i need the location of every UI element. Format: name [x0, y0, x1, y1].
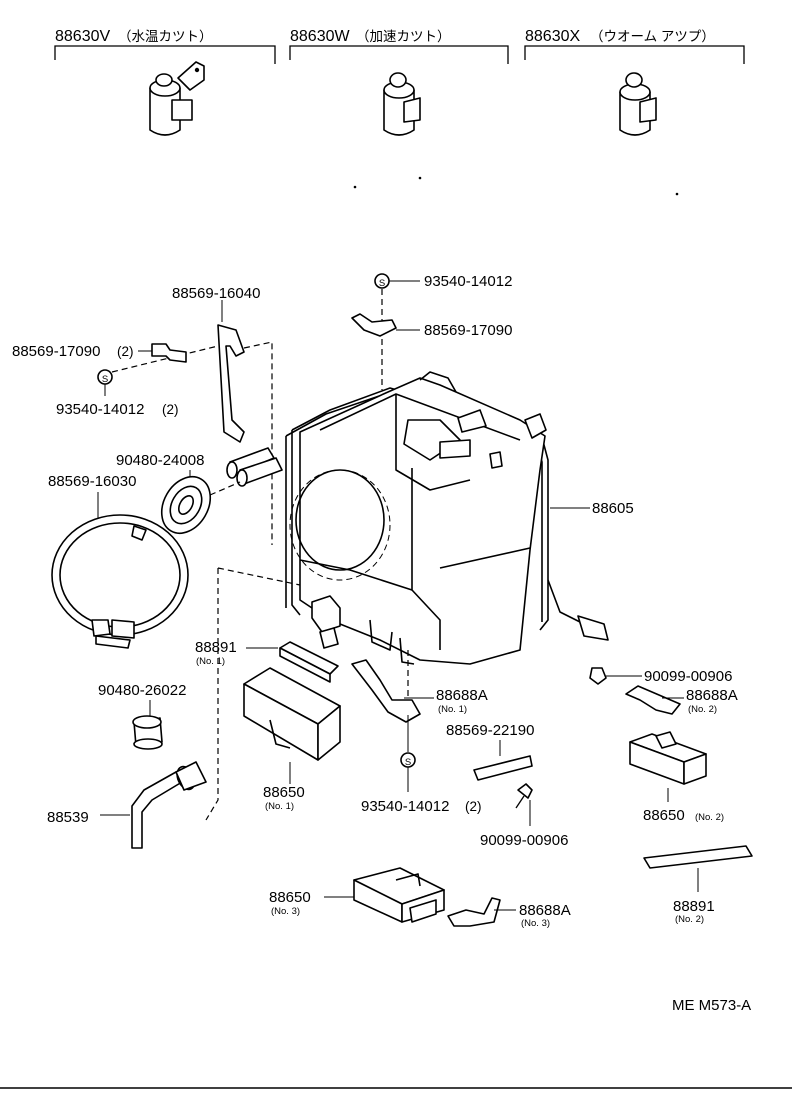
grommet-90480-26022-drawing [132, 715, 163, 750]
label-88650-no3-group: 88650 (No. 3) [269, 889, 354, 917]
vacuum-switch-88630W-drawing [383, 72, 421, 136]
hose-fittings-drawing [209, 447, 283, 496]
header-code: 88630W [290, 28, 350, 45]
label-88605-group: 88605 [550, 500, 634, 517]
label-88569-16040: 88569-16040 [172, 285, 260, 302]
screw-93540-bottom: S 93540-14012 (2) [361, 715, 482, 815]
strip-88569-22190-drawing [473, 755, 533, 781]
label-88569-22190: 88569-22190 [446, 722, 534, 739]
computer-88650-no3-drawing [353, 867, 445, 923]
label-no: (No. 2) [688, 704, 717, 715]
label-no: (No. 1) [265, 801, 294, 812]
clamp-band-88569-16030-drawing [51, 514, 189, 649]
svg-text:S: S [379, 278, 385, 289]
label-no: (No. 2) [695, 812, 724, 823]
bracket-88569-16040-drawing [217, 324, 245, 443]
svg-text:S: S [405, 757, 411, 768]
header-88630X: 88630X （ウオーム アツプ） [524, 28, 745, 64]
bracket-88688A-no2-drawing [625, 685, 681, 715]
label-no: (No. 2) [675, 914, 704, 925]
label-88688A-no3: 88688A [519, 902, 571, 919]
header-88630V: 88630V （水温カツト） [54, 28, 276, 64]
label-90099-00906-top: 90099-00906 [644, 668, 732, 685]
label-88688A-no2: 88688A [686, 687, 738, 704]
bracket-88688A-no1-drawing [351, 659, 421, 723]
screw-93540-left: S 93540-14012 (2) [56, 369, 179, 418]
label-88569-16030-group: 88569-16030 [48, 473, 136, 518]
vacuum-switch-88630X-drawing [619, 72, 657, 136]
label-88891-no2: 88891 [673, 898, 715, 915]
label-qty: (2) [117, 344, 134, 359]
computer-88650-no1-drawing [243, 667, 341, 761]
vacuum-switch-88630V-drawing [149, 61, 205, 136]
label-90480-26022-group: 90480-26022 [98, 682, 186, 716]
screw-90099-bottom: 90099-00906 [480, 783, 568, 849]
grommet-90480-24008-drawing [160, 475, 212, 535]
label-88688A-no1: 88688A [436, 687, 488, 704]
label-88569-22190-group: 88569-22190 [446, 722, 534, 756]
bracket-88688A-no3-drawing [447, 897, 501, 927]
computer-88650-no2-drawing [629, 731, 707, 785]
label-88891-no1: 88891 [195, 639, 237, 656]
label-no: (No. 1) [438, 704, 467, 715]
label-88569-17090-left-group: 88569-17090 (2) [12, 343, 187, 363]
label-88539: 88539 [47, 809, 89, 826]
label-88650-no2: 88650 [643, 807, 685, 824]
label-88650-no2-group: 88650 (No. 2) [643, 788, 724, 824]
pad-88891-no2-drawing [643, 845, 753, 869]
screw-93540-top: S 93540-14012 [374, 273, 512, 290]
label-88569-17090-top: 88569-17090 [424, 322, 512, 339]
label-88569-17090-left: 88569-17090 [12, 343, 100, 360]
header-code: 88630V [55, 28, 110, 45]
label-88891-no2-group: 88891 (No. 2) [673, 868, 715, 925]
label-88650-no1-group: 88650 (No. 1) [263, 762, 305, 812]
label-88688A-no1-group: 88688A (No. 1) [404, 687, 488, 715]
svg-text:S: S [102, 374, 108, 385]
label-no: (No. 3) [271, 906, 300, 917]
bracket-88569-17090-top: 88569-17090 [351, 313, 512, 339]
screw-90099-top: 90099-00906 [589, 667, 732, 685]
diagram-reference-code: ME M573-A [672, 997, 751, 1014]
label-88688A-no2-group: 88688A (No. 2) [662, 687, 738, 715]
label-88569-16040-group: 88569-16040 [172, 285, 260, 322]
label-88891-no1-group: 88891 (No. 1) [195, 639, 278, 667]
header-note: （加速カツト） [356, 29, 451, 44]
label-88650-no3: 88650 [269, 889, 311, 906]
label-93540-14012-left: 93540-14012 [56, 401, 144, 418]
pad-88891-no1-drawing [279, 641, 339, 683]
label-90099-00906-bottom: 90099-00906 [480, 832, 568, 849]
label-qty: (2) [162, 402, 179, 417]
label-qty: (2) [465, 799, 482, 814]
label-88688A-no3-group: 88688A (No. 3) [494, 902, 571, 929]
label-no: (No. 3) [521, 918, 550, 929]
header-88630W: 88630W （加速カツト） [289, 28, 509, 64]
main-assembly-88605-drawing [285, 371, 609, 665]
header-note: （水温カツト） [118, 29, 213, 44]
label-88650-no1: 88650 [263, 784, 305, 801]
label-88539-group: 88539 [47, 809, 130, 826]
label-88605: 88605 [592, 500, 634, 517]
label-90480-26022: 90480-26022 [98, 682, 186, 699]
label-no: (No. 1) [196, 656, 225, 667]
label-93540-14012-bottom: 93540-14012 [361, 798, 449, 815]
label-90480-24008: 90480-24008 [116, 452, 204, 469]
label-88569-16030: 88569-16030 [48, 473, 136, 490]
label-93540-14012-top: 93540-14012 [424, 273, 512, 290]
header-note: （ウオーム アツプ） [590, 29, 715, 44]
hose-88539-drawing [131, 761, 207, 849]
header-code: 88630X [525, 28, 580, 45]
